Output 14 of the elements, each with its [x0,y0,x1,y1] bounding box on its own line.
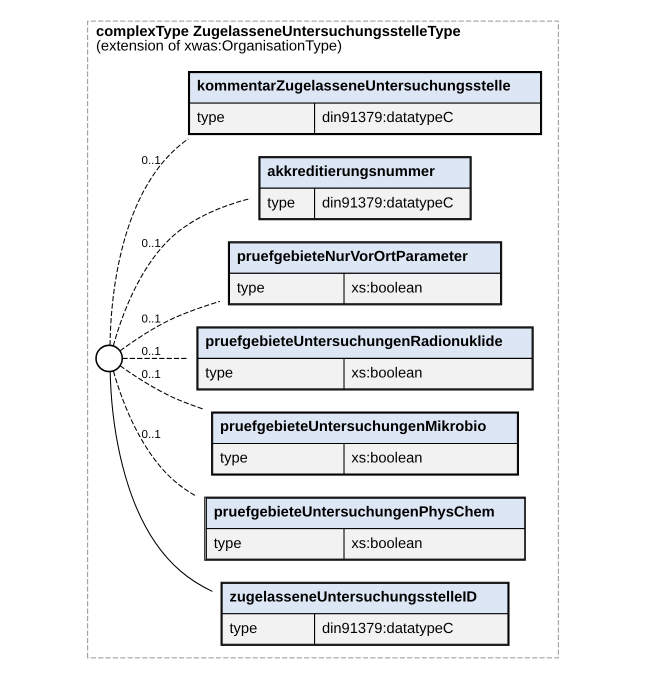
connector [112,198,250,346]
edge-label: 0..1 [141,238,160,250]
connector [119,300,220,352]
edge-label: 0..1 [141,313,160,326]
node-circle [94,344,123,372]
connector [109,372,212,592]
edge-label: 0..1 [141,369,160,382]
edge-label: 0..1 [141,346,160,358]
connector [109,138,188,346]
edge-label: 0..1 [141,429,160,442]
connector [119,365,203,410]
connector [122,358,188,359]
edge-label: 0..1 [141,154,160,167]
connector [112,371,196,497]
